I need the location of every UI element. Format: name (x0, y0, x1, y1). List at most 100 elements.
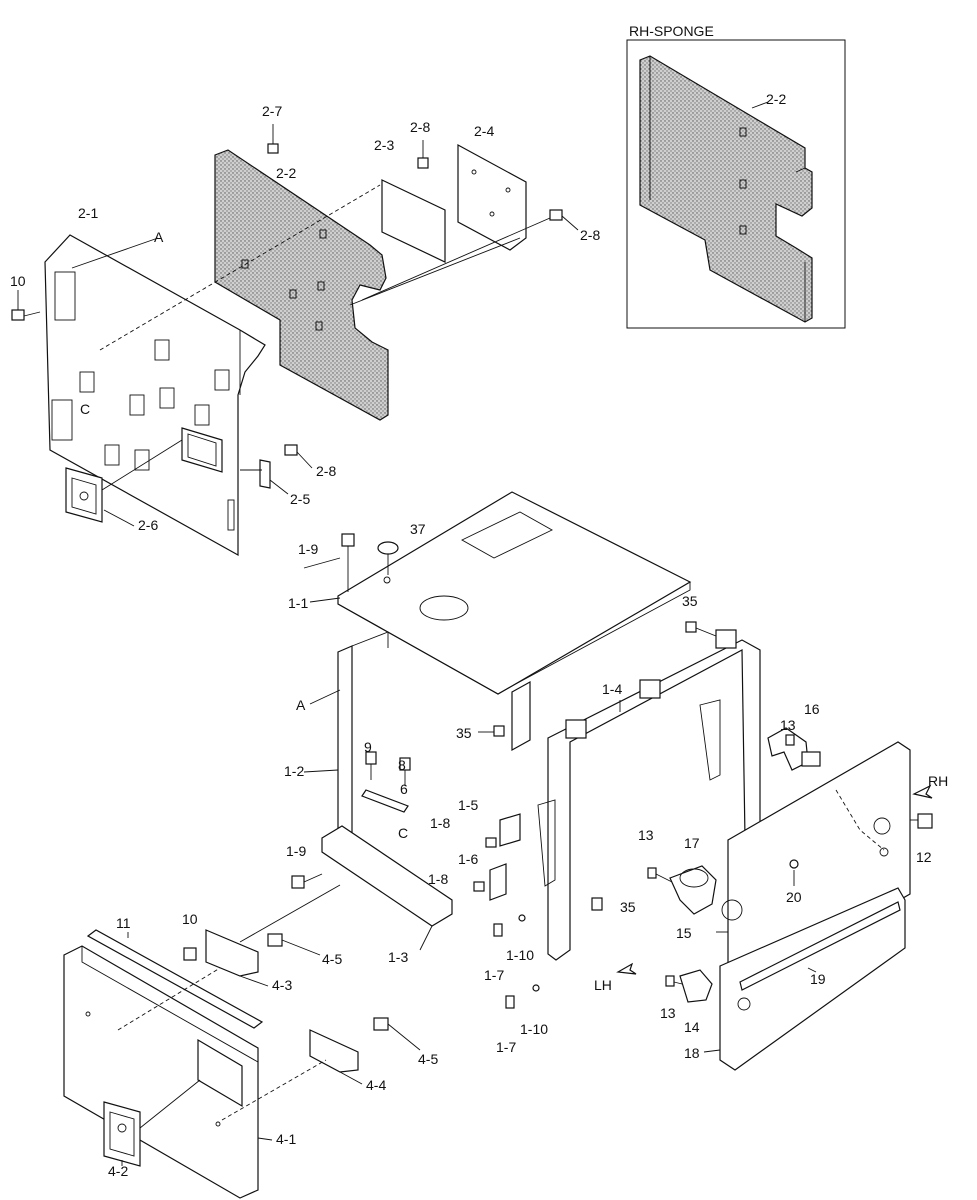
label-4-1: 4-1 (276, 1131, 296, 1147)
hinge-4-3 (205, 929, 259, 977)
front-lock-inner (109, 1111, 135, 1157)
bolt-35-mid (493, 725, 505, 737)
label-4-2: 4-2 (108, 1163, 128, 1179)
label-9: 9 (364, 739, 372, 755)
front-cover-group (63, 884, 421, 1199)
bolt-12 (910, 813, 933, 829)
label-1-6: 1-6 (458, 851, 478, 867)
frame-block (715, 629, 737, 649)
bolt-2-8-right (549, 209, 579, 231)
inset-hole (739, 127, 747, 137)
label-13-top: 13 (780, 717, 796, 733)
bolt-9 (365, 751, 377, 780)
top-plate-hole (419, 595, 469, 621)
label-1-1: 1-1 (288, 595, 308, 611)
lower-side-plate (719, 887, 906, 1071)
sponge-hole (241, 259, 249, 269)
sponge-hole (319, 229, 327, 239)
leader (703, 1049, 721, 1053)
arrow-lh-icon (616, 962, 637, 975)
label-18: 18 (684, 1045, 700, 1061)
label-12: 12 (916, 849, 932, 865)
leader (339, 1071, 363, 1085)
assembly-line (117, 967, 221, 1031)
plate-2-3 (381, 179, 446, 263)
assembly-line (239, 884, 341, 943)
handle-assembly-line (101, 439, 183, 491)
arrow-rh-icon (912, 784, 933, 799)
cover-handle-recess (181, 427, 223, 473)
label-1-4: 1-4 (602, 681, 622, 697)
bolt-1-8-b (473, 881, 485, 892)
front-lock-4-2 (103, 1101, 141, 1167)
label-2-8-right: 2-8 (580, 227, 600, 243)
seal-strip (739, 901, 901, 991)
label-2-4: 2-4 (474, 123, 494, 139)
label-LH: LH (594, 977, 612, 993)
label-RH: RH (928, 773, 948, 789)
bolt-1-9-top (341, 533, 355, 592)
assembly-line (349, 237, 521, 306)
rear-frame (547, 639, 761, 961)
inset-hole (739, 179, 747, 189)
leader-2-6 (103, 509, 135, 527)
center-post (511, 680, 531, 752)
label-A-frame: A (296, 697, 306, 713)
label-15: 15 (676, 925, 692, 941)
label-1-10-a: 1-10 (506, 947, 534, 963)
washer-1-10-b (532, 984, 540, 992)
label-17: 17 (684, 835, 700, 851)
leader (309, 689, 341, 705)
cover-clip (214, 369, 230, 391)
bolt-2-7 (267, 124, 279, 154)
bolt-4-5-a (267, 933, 321, 956)
lock-keyhole (79, 491, 89, 501)
plate-2-4 (457, 143, 527, 251)
label-4-5-b: 4-5 (418, 1051, 438, 1067)
cover-clip (194, 404, 210, 426)
bracket-1-5 (499, 813, 521, 847)
washer-1-10-a (518, 914, 526, 922)
bolt-1-9-low (291, 873, 323, 889)
top-plate-edge (337, 582, 691, 695)
inset-sponge-edge (649, 56, 806, 322)
assembly-line (99, 184, 381, 351)
leader (303, 557, 341, 569)
frame-block (565, 719, 587, 739)
label-1-7-b: 1-7 (496, 1039, 516, 1055)
left-post-bracket (351, 631, 389, 648)
lower-cross-member (321, 825, 453, 927)
bolt-1-8-a (485, 837, 497, 848)
label-2-7: 2-7 (262, 103, 282, 119)
frame-group (291, 491, 761, 1009)
label-10-top: 10 (10, 273, 26, 289)
label-13-mid: 13 (638, 827, 654, 843)
side-cover-panel (44, 234, 266, 557)
label-2-6: 2-6 (138, 517, 158, 533)
leader (309, 597, 341, 603)
leader (303, 769, 339, 773)
rh-sponge-inset: RH-SPONGE 2-2 (626, 23, 846, 329)
label-1-8-a: 1-8 (430, 815, 450, 831)
sponge-hole (315, 321, 323, 331)
sponge-hole (289, 289, 297, 299)
label-2-3: 2-3 (374, 137, 394, 153)
assembly-line (221, 1059, 327, 1121)
inset-label: 2-2 (766, 91, 786, 107)
bolt-35-top (685, 621, 717, 637)
assembly-line (361, 217, 551, 301)
cover-hole (85, 1011, 91, 1017)
inset-frame (626, 39, 846, 329)
bolt-2-8-top (417, 140, 429, 169)
label-2-5: 2-5 (290, 491, 310, 507)
cover-handle-recess-inner (187, 433, 217, 467)
bolt-1-7-a (493, 923, 503, 937)
fitting-14 (679, 969, 713, 1003)
cover-latch (51, 399, 73, 441)
cover-latch (54, 271, 76, 321)
label-37: 37 (410, 521, 426, 537)
bolt-1-7-b (505, 995, 515, 1009)
elbow-17-mouth (679, 868, 709, 888)
cover-clip (134, 449, 150, 471)
label-11: 11 (116, 915, 131, 931)
